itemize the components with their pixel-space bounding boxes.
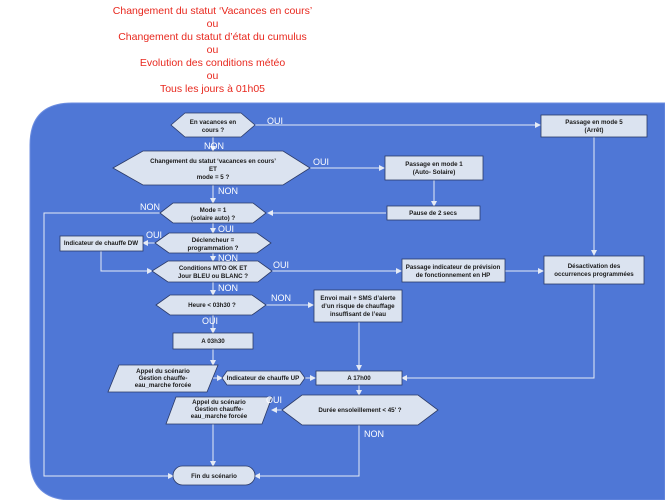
node-appel-scenario-1: Appel du scénario Gestion chauffe- eau_m… <box>107 364 219 393</box>
label-oui-duree: OUI <box>266 395 282 405</box>
trigger-line-7: Tous les jours à 01h05 <box>159 83 266 95</box>
node-changement-statut-decision: Changement du statut ‘vacances en cours’… <box>112 150 311 186</box>
svg-text:occurrences programmées: occurrences programmées <box>554 271 634 278</box>
node-heure-decision: Heure < 03h30 ? <box>155 294 267 316</box>
svg-text:En vacances en: En vacances en <box>190 119 237 126</box>
svg-text:de fonctionnement en HP: de fonctionnement en HP <box>416 272 491 279</box>
svg-text:d’un risque de chauffage: d’un risque de chauffage <box>321 303 395 310</box>
node-duree-decision: Durée ensoleillement < 45' ? <box>281 394 439 426</box>
node-mode1-decision: Mode = 1 (solaire auto) ? <box>159 202 267 224</box>
svg-text:mode = 5 ?: mode = 5 ? <box>197 174 230 181</box>
svg-text:Jour BLEU ou BLANC ?: Jour BLEU ou BLANC ? <box>178 273 248 280</box>
svg-text:Passage en mode 1: Passage en mode 1 <box>405 161 463 168</box>
svg-text:(solaire auto) ?: (solaire auto) ? <box>191 215 236 222</box>
flow-edges <box>43 122 597 479</box>
node-envoi-mail-sms: Envoi mail + SMS d’alerte d’un risque de… <box>313 289 403 323</box>
svg-text:Désactivation des: Désactivation des <box>568 263 621 270</box>
node-vacances-decision: En vacances en cours ? <box>170 112 256 138</box>
label-oui-conditions: OUI <box>273 260 289 270</box>
node-desactivation-occurrences: Désactivation des occurrences programmée… <box>543 255 645 285</box>
label-oui-mode1: OUI <box>218 224 234 234</box>
svg-text:eau_marche forcée: eau_marche forcée <box>135 382 192 389</box>
svg-text:ET: ET <box>209 166 217 173</box>
label-non-mode1: NON <box>140 202 160 212</box>
node-appel-scenario-2: Appel du scénario Gestion chauffe- eau_m… <box>165 396 273 425</box>
trigger-line-6: ou <box>206 70 219 82</box>
svg-text:Fin du scénario: Fin du scénario <box>191 473 237 480</box>
svg-text:Gestion chauffe-: Gestion chauffe- <box>139 375 188 382</box>
label-oui-heure: OUI <box>202 316 218 326</box>
node-indicateur-up: Indicateur de chauffe UP <box>221 370 306 386</box>
svg-text:Déclencheur =: Déclencheur = <box>192 237 235 244</box>
node-passage-indicateur-hp: Passage indicateur de prévision de fonct… <box>401 258 506 283</box>
node-fin-scenario: Fin du scénario <box>172 465 256 486</box>
label-non-changement: NON <box>218 186 238 196</box>
label-non-duree: NON <box>364 429 384 439</box>
svg-text:Heure < 03h30 ?: Heure < 03h30 ? <box>188 302 236 309</box>
node-passage-mode5: Passage en mode 5 (Arrêt) <box>540 114 648 138</box>
node-pause: Pause de 2 secs <box>386 205 481 221</box>
label-oui-vacances: OUI <box>267 116 283 126</box>
svg-text:A 17h00: A 17h00 <box>347 375 371 382</box>
svg-text:Passage indicateur de prévisio: Passage indicateur de prévision <box>406 264 501 271</box>
svg-text:Indicateur de chauffe DW: Indicateur de chauffe DW <box>64 240 138 247</box>
node-a-17h00: A 17h00 <box>315 370 403 386</box>
svg-text:cours ?: cours ? <box>202 127 225 134</box>
node-declencheur-decision: Déclencheur = programmation ? <box>154 232 272 254</box>
svg-text:Pause de 2 secs: Pause de 2 secs <box>409 210 457 217</box>
svg-text:Durée ensoleillement < 45' ?: Durée ensoleillement < 45' ? <box>318 407 401 414</box>
label-non-vacances: NON <box>204 141 224 151</box>
label-oui-declencheur: OUI <box>146 230 162 240</box>
trigger-line-5: Evolution des conditions météo <box>139 57 286 69</box>
trigger-line-2: ou <box>206 18 219 30</box>
svg-text:Gestion chauffe-: Gestion chauffe- <box>195 406 244 413</box>
svg-text:(Auto- Solaire): (Auto- Solaire) <box>413 169 456 176</box>
trigger-line-4: ou <box>206 44 219 56</box>
node-indicateur-dw: Indicateur de chauffe DW <box>59 235 144 252</box>
svg-text:Appel du scénario: Appel du scénario <box>136 368 190 375</box>
label-non-heure: NON <box>271 293 291 303</box>
node-conditions-mto-decision: Conditions MTO OK ET Jour BLEU ou BLANC … <box>151 260 273 283</box>
label-oui-changement: OUI <box>313 157 329 167</box>
label-non-conditions: NON <box>218 283 238 293</box>
label-non-declencheur: NON <box>218 253 238 263</box>
svg-text:Mode = 1: Mode = 1 <box>200 207 227 214</box>
svg-text:Changement du statut ‘vacances: Changement du statut ‘vacances en cours’ <box>150 158 276 165</box>
node-passage-mode1: Passage en mode 1 (Auto- Solaire) <box>384 155 484 181</box>
svg-text:A 03h30: A 03h30 <box>201 338 225 345</box>
svg-text:Conditions MTO OK ET: Conditions MTO OK ET <box>179 265 248 272</box>
svg-text:insuffisant de l’eau: insuffisant de l’eau <box>330 311 386 318</box>
edge-labels: OUI NON OUI NON NON OUI OUI NON OUI NON … <box>140 116 384 439</box>
svg-text:(Arrêt): (Arrêt) <box>585 127 604 134</box>
trigger-line-1: Changement du statut ‘Vacances en cours’ <box>112 5 313 17</box>
node-a-03h30: A 03h30 <box>172 332 254 350</box>
svg-text:programmation ?: programmation ? <box>188 245 239 252</box>
svg-text:Indicateur de chauffe UP: Indicateur de chauffe UP <box>227 375 300 382</box>
trigger-line-3: Changement du statut d’état du cumulus <box>118 31 307 43</box>
svg-text:Envoi mail + SMS d’alerte: Envoi mail + SMS d’alerte <box>320 295 396 302</box>
svg-text:Appel du scénario: Appel du scénario <box>192 399 246 406</box>
svg-text:eau_marche forcée: eau_marche forcée <box>191 413 248 420</box>
svg-text:Passage en mode 5: Passage en mode 5 <box>565 119 623 126</box>
